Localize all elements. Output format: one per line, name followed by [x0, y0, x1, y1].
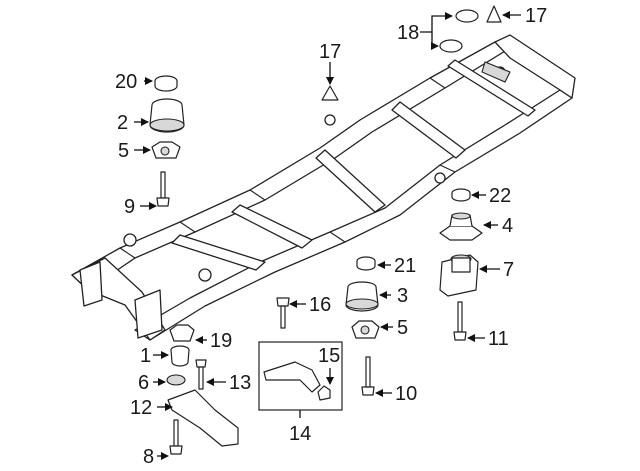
- part-16-bolt: [276, 297, 290, 329]
- part-18-ring-upper: [455, 9, 479, 23]
- part-18-ring-lower: [439, 39, 463, 53]
- callout-20: 20: [115, 71, 137, 93]
- vehicle-frame: [71, 34, 576, 341]
- callout-5-lower: 5: [397, 317, 408, 339]
- callout-6: 6: [138, 372, 149, 394]
- part-17-plug-upper: [486, 5, 502, 23]
- part-11-bolt: [453, 301, 467, 341]
- frame-mount-hole: [123, 233, 137, 247]
- callout-3: 3: [397, 285, 408, 307]
- callout-21: 21: [394, 255, 416, 277]
- part-3-body-mount: [345, 281, 379, 312]
- callout-2: 2: [117, 112, 128, 134]
- front-bumper-bracket: [79, 261, 103, 307]
- callout-19: 19: [210, 330, 232, 352]
- callout-14: 14: [289, 423, 311, 445]
- callout-11: 11: [488, 328, 509, 350]
- crossmember-3: [315, 149, 386, 213]
- callout-16: 16: [309, 294, 331, 316]
- frame-hitch-detail: [481, 61, 511, 83]
- callout-4: 4: [502, 215, 513, 237]
- callout-12: 12: [130, 397, 152, 419]
- crossmember-2: [391, 101, 466, 159]
- callout-22: 22: [489, 185, 511, 207]
- callout-5-upper: 5: [118, 140, 129, 162]
- frame-rear-end: [494, 34, 576, 99]
- part-19-nut: [169, 324, 195, 342]
- part-1-mount: [170, 345, 190, 367]
- crossmember-4: [231, 204, 313, 249]
- part-2-body-mount: [149, 98, 185, 133]
- part-7-mount-bracket: [439, 254, 479, 297]
- part-8-bolt: [169, 419, 183, 455]
- callout-17-lower: 17: [319, 41, 341, 63]
- part-12-bracket: [167, 389, 239, 447]
- part-10-bolt: [361, 356, 375, 396]
- front-horn: [134, 289, 163, 339]
- crossmember-1: [447, 59, 536, 117]
- callout-17-upper: 17: [525, 5, 547, 27]
- frame-mount-hole: [434, 172, 446, 184]
- part-20-insulator-pad-side: [154, 81, 178, 92]
- callout-15: 15: [318, 345, 340, 367]
- callout-13: 13: [229, 372, 251, 394]
- callout-8: 8: [143, 446, 154, 468]
- frame-mount-hole: [324, 114, 336, 126]
- part-15-clip: [317, 385, 331, 401]
- crossmember-5: [171, 234, 266, 271]
- part-13-bolt: [195, 359, 207, 390]
- part-9-bolt: [156, 171, 170, 207]
- callout-1: 1: [140, 345, 151, 367]
- part-6-insulator: [166, 374, 186, 386]
- part-14-brace: [263, 361, 321, 393]
- part-4-body-mount: [439, 212, 483, 241]
- frame-mount-hole: [198, 268, 212, 282]
- callout-9: 9: [124, 196, 135, 218]
- callout-18: 18: [397, 22, 419, 44]
- callout-7: 7: [503, 259, 514, 281]
- callout-10: 10: [395, 383, 417, 405]
- part-17-plug-lower: [321, 85, 339, 101]
